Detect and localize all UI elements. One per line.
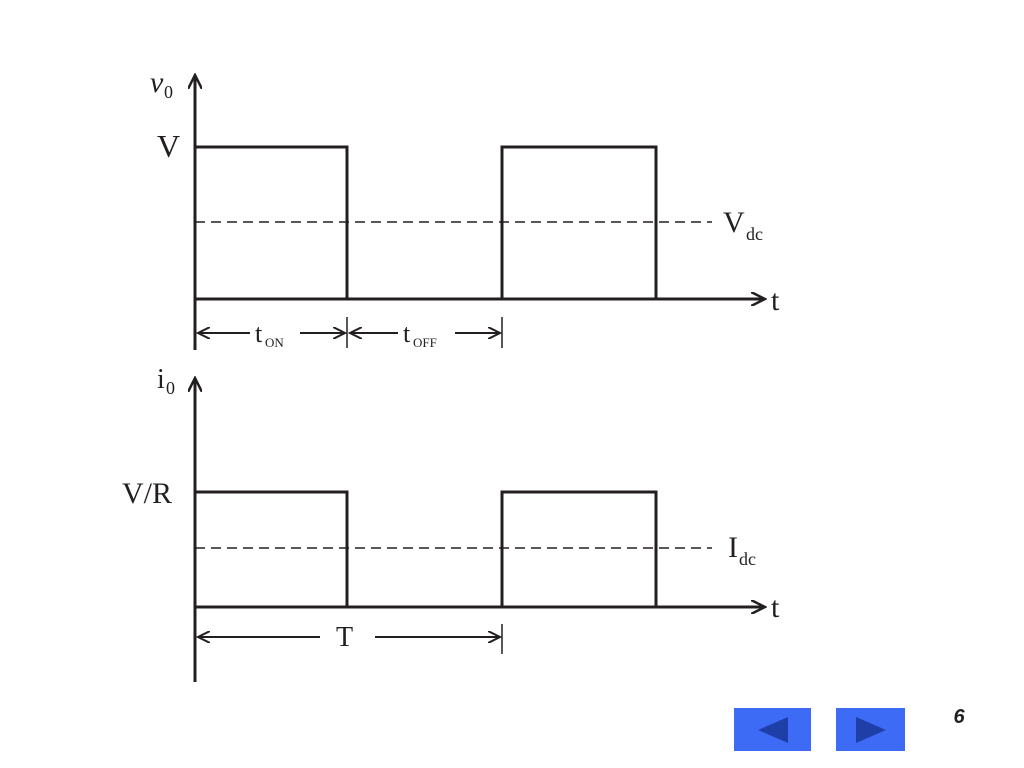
voltage-level-label: V xyxy=(157,128,180,164)
toff-subscript: OFF xyxy=(413,335,437,350)
vdc-subscript: dc xyxy=(746,224,763,244)
voltage-pulse-2 xyxy=(500,145,658,299)
toff-label: t xyxy=(403,319,411,348)
voltage-plot: v 0 V V dc t t ON t OFF xyxy=(150,66,780,350)
right-triangle-icon xyxy=(855,716,886,743)
ton-label: t xyxy=(255,319,263,348)
current-plot: i 0 V/R I dc t T xyxy=(122,364,780,682)
voltage-y-axis-subscript: 0 xyxy=(164,82,173,102)
current-y-axis-label: i xyxy=(157,364,165,395)
previous-slide-button[interactable] xyxy=(734,708,811,751)
ton-subscript: ON xyxy=(265,335,284,350)
vdc-label: V xyxy=(723,206,745,239)
current-level-label: V/R xyxy=(122,477,172,510)
current-y-axis-subscript: 0 xyxy=(166,378,175,398)
voltage-y-axis-label: v xyxy=(150,66,164,99)
voltage-pulse-1 xyxy=(193,145,349,299)
voltage-x-axis-label: t xyxy=(771,284,780,317)
current-pulse-1 xyxy=(193,490,349,607)
left-triangle-icon xyxy=(757,716,788,743)
idc-label: I xyxy=(728,531,738,564)
current-x-axis-label: t xyxy=(771,591,780,624)
page-number: 6 xyxy=(953,706,965,728)
waveform-diagram: v 0 V V dc t t ON t OFF i 0 V/R I dc t T xyxy=(122,66,780,682)
current-pulse-2 xyxy=(500,490,658,607)
idc-subscript: dc xyxy=(739,549,756,569)
period-label: T xyxy=(336,622,353,653)
next-slide-button[interactable] xyxy=(836,708,905,751)
